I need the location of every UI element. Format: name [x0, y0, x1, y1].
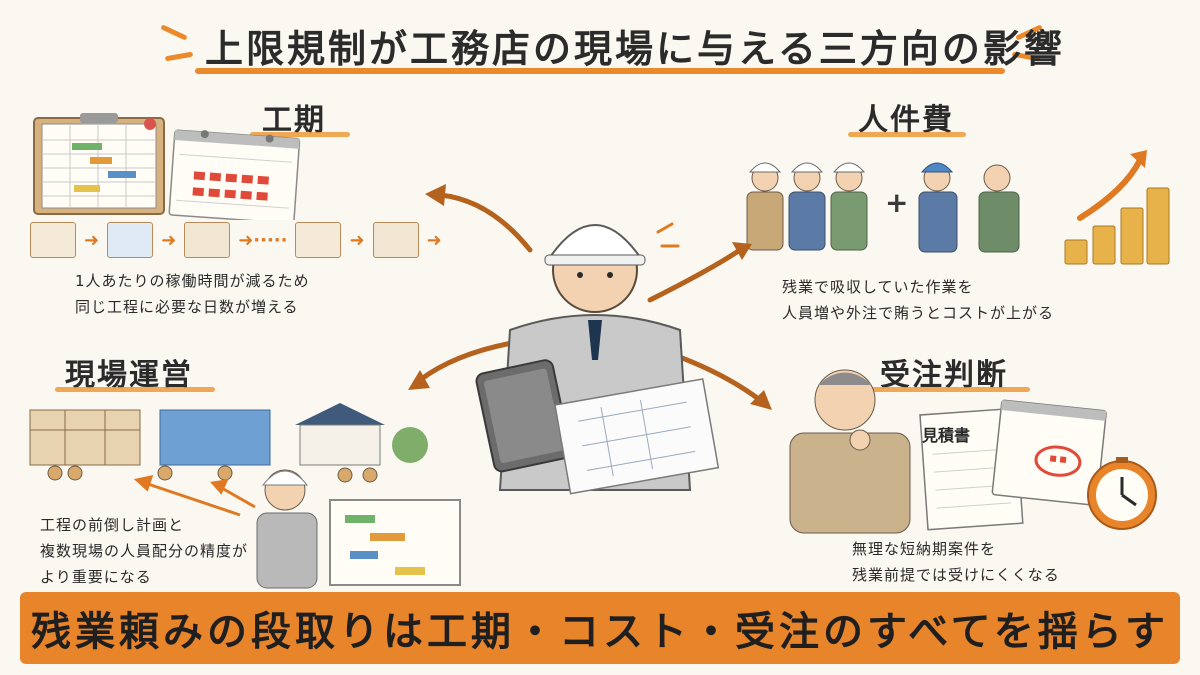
caption-line: 残業前提では受けにくくなる — [852, 566, 1060, 584]
estimate-doc-label: 見積書 — [922, 426, 971, 445]
summary-banner-text: 残業頼みの段取りは工期・コスト・受注のすべてを揺らす — [31, 609, 1169, 655]
calendar-icon — [991, 399, 1107, 506]
trend-up-arrow-icon — [1077, 150, 1147, 221]
house-built-icon — [184, 222, 231, 258]
schedule-illustration — [33, 113, 301, 220]
caption-line: 残業で吸収していた作業を — [782, 278, 974, 296]
arrow-right-icon: ➜ — [161, 229, 177, 251]
house-frame-icon — [30, 222, 76, 258]
juchu-caption: 無理な短納期案件を 残業前提では受けにくくなる — [852, 536, 1060, 588]
arrow-right-icon: ➜ — [349, 229, 365, 251]
alarm-clock-icon — [1087, 457, 1157, 530]
thinking-manager-icon — [789, 369, 911, 534]
section-underline — [250, 132, 350, 137]
construction-site-icon — [29, 403, 428, 466]
arrow-dotted-icon: ➜····· — [238, 229, 288, 251]
calendar-icon — [168, 129, 301, 220]
order-decision-illustration — [789, 369, 1157, 534]
arrow-right-icon: ➜ — [84, 229, 100, 251]
jinkenhi-caption: 残業で吸収していた作業を 人員増や外注で賄うとコストが上がる — [782, 274, 1054, 326]
house-covered-icon — [107, 222, 154, 258]
house-frame-icon — [295, 222, 342, 258]
caption-line: 複数現場の人員配分の精度が — [40, 542, 249, 560]
arrow-right-icon: ➜ — [426, 229, 442, 251]
caption-line: より重要になる — [40, 568, 152, 586]
blueprint-icon — [554, 378, 720, 495]
plus-icon: + — [885, 186, 908, 219]
estimate-document-icon — [919, 407, 1024, 531]
summary-banner: 残業頼みの段取りは工期・コスト・受注のすべてを揺らす — [20, 592, 1180, 664]
manager-with-board-icon — [256, 469, 461, 589]
caption-line: 同じ工程に必要な日数が増える — [75, 298, 299, 316]
genba-caption: 工程の前倒し計画と 複数現場の人員配分の精度が より重要になる — [40, 512, 248, 590]
caption-line: 無理な短納期案件を — [852, 540, 997, 558]
caption-line: 1人あたりの稼働時間が減るため — [75, 272, 310, 290]
worker-icon — [47, 465, 378, 483]
kouki-caption: 1人あたりの稼働時間が減るため 同じ工程に必要な日数が増える — [75, 268, 310, 320]
caption-line: 人員増や外注で賄うとコストが上がる — [782, 304, 1055, 322]
section-underline — [848, 132, 966, 137]
worker-group-icon — [746, 162, 868, 251]
title-spark-left — [160, 24, 188, 41]
assignment-arrow-icon — [133, 474, 256, 517]
house-progress-row: ➜ ➜ ➜····· ➜ ➜ — [30, 222, 442, 258]
title-spark-left — [164, 51, 194, 62]
page-title: 上限規制が工務店の現場に与える三方向の影響 — [205, 27, 1065, 71]
coin-stack-icon — [1064, 187, 1170, 265]
title-underline — [195, 68, 1005, 74]
impact-arrowhead-icon — [408, 184, 772, 410]
spark-icon — [656, 222, 680, 248]
clipboard-gantt-icon — [33, 113, 165, 215]
title-area: 上限規制が工務店の現場に与える三方向の影響 — [0, 8, 1200, 78]
center-illustration — [408, 184, 772, 495]
handshake-icon — [918, 162, 1020, 253]
site-operation-illustration — [29, 403, 461, 589]
section-underline — [55, 387, 215, 392]
house-built-icon — [372, 222, 419, 258]
caption-line: 工程の前倒し計画と — [40, 516, 185, 534]
labor-cost-illustration: + — [746, 150, 1170, 265]
section-underline — [870, 387, 1030, 392]
